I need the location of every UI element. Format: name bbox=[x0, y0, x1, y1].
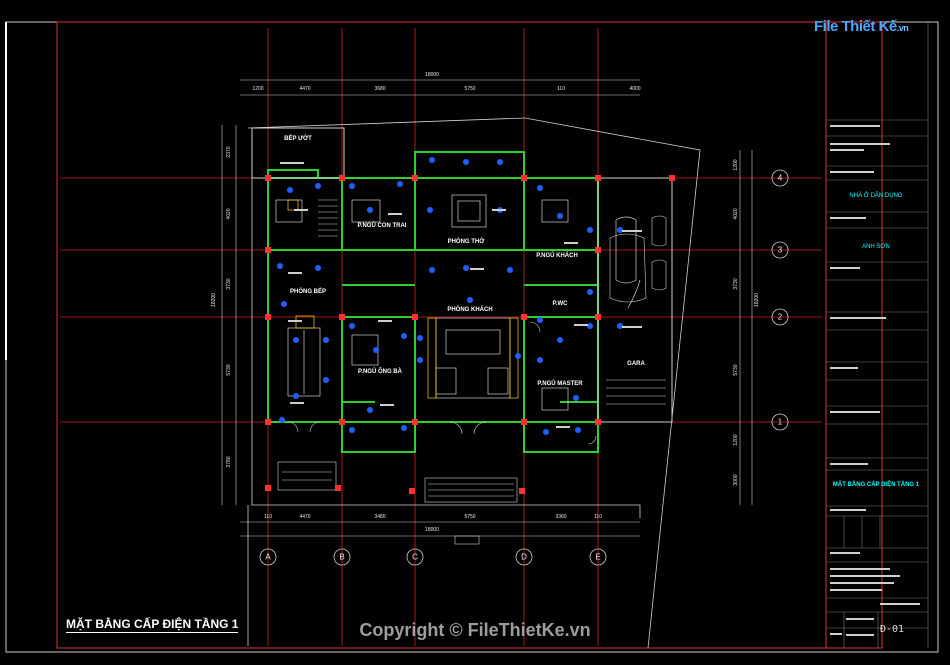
room-label: P.WC bbox=[552, 301, 568, 307]
dimension-top: 3680 bbox=[374, 86, 386, 92]
site-boundary-top bbox=[247, 117, 526, 129]
brand-logo: File Thiết Kế.vn bbox=[808, 14, 920, 40]
extra-walls bbox=[251, 127, 673, 423]
grid-column-label: E bbox=[595, 552, 601, 562]
dimension-bottom: 110 bbox=[594, 514, 602, 520]
room-label: GARA bbox=[627, 361, 645, 367]
dimension-bottom: 3360 bbox=[555, 514, 567, 520]
grid-row-label: 4 bbox=[777, 173, 783, 183]
grid-row-label: 2 bbox=[777, 312, 783, 322]
grid-column-label: B bbox=[339, 552, 345, 562]
dimension-bottom: 3480 bbox=[374, 514, 386, 520]
fixture-labels bbox=[280, 162, 642, 428]
logo-brand: File Thiết Kế bbox=[814, 18, 897, 35]
dimension-right: 4020 bbox=[733, 208, 739, 220]
dimension-lines bbox=[221, 79, 753, 537]
dimension-left: 3730 bbox=[226, 278, 232, 290]
dimension-bottom: 110 bbox=[264, 514, 272, 520]
copyright-watermark: Copyright © FileThietKe.vn bbox=[359, 620, 591, 640]
titleblock-project: NHÀ Ở DÂN DỤNG bbox=[849, 193, 903, 199]
room-label: PHÒNG BẾP bbox=[289, 289, 327, 295]
doors bbox=[287, 321, 597, 445]
grid-bubbles bbox=[259, 169, 789, 566]
room-label: P.NGỦ KHÁCH bbox=[536, 253, 578, 259]
dimension-top: 4000 bbox=[629, 86, 641, 92]
dimension-right: 3730 bbox=[733, 278, 739, 290]
dimension-right: 3000 bbox=[733, 474, 739, 486]
grid-row-label: 3 bbox=[777, 245, 783, 255]
dimension-right: 1200 bbox=[733, 434, 739, 446]
dimension-right: 5730 bbox=[733, 364, 739, 376]
dimension-left: 4020 bbox=[226, 208, 232, 220]
dimension-left: 2370 bbox=[226, 146, 232, 158]
room-label: P.NGỦ MASTER bbox=[537, 381, 583, 387]
dimension-left: 5730 bbox=[226, 364, 232, 376]
sheet-number: Đ-01 bbox=[880, 624, 905, 635]
logo-domain: .vn bbox=[896, 23, 909, 33]
room-label: PHÒNG THỜ bbox=[447, 239, 485, 245]
grid-row-label: 1 bbox=[777, 417, 783, 427]
electrical-fixtures bbox=[277, 157, 623, 435]
room-label: P.NGỦ ÔNG BÀ bbox=[358, 369, 402, 375]
titleblock-owner: ANH SƠN bbox=[862, 244, 890, 250]
drawing-frame bbox=[56, 21, 883, 649]
room-label: PHÒNG KHÁCH bbox=[447, 307, 493, 313]
site-boundary bbox=[251, 128, 641, 518]
dimension-top: 110 bbox=[557, 86, 565, 92]
dimension-left: 3780 bbox=[226, 456, 232, 468]
dimension-bottom: 4470 bbox=[299, 514, 311, 520]
dimension-bottom: 5750 bbox=[464, 514, 476, 520]
columns bbox=[265, 175, 675, 494]
stairs bbox=[277, 199, 666, 503]
titleblock-drawing-name: MẶT BẰNG CẤP ĐIỆN TẦNG 1 bbox=[832, 482, 920, 488]
furniture bbox=[275, 194, 641, 411]
dimension-total-top: 18000 bbox=[425, 72, 439, 78]
dimension-right: 1200 bbox=[733, 159, 739, 171]
titleblock-text-lines bbox=[830, 125, 920, 636]
room-label: BẾP ƯỚT bbox=[284, 136, 312, 142]
dimension-total-bottom: 18000 bbox=[425, 527, 439, 533]
grid-column-label: A bbox=[265, 552, 271, 562]
grid-column-label: D bbox=[521, 552, 527, 562]
dimension-top: 4470 bbox=[299, 86, 311, 92]
site-boundary-right bbox=[524, 117, 701, 649]
titleblock-grid bbox=[826, 22, 929, 648]
scale-symbol bbox=[454, 535, 480, 545]
dimension-top: 5750 bbox=[464, 86, 476, 92]
building-walls bbox=[267, 151, 599, 453]
dimension-top: 1200 bbox=[252, 86, 264, 92]
grid-column-label: C bbox=[412, 552, 418, 562]
drawing-title: MẶT BẰNG CẤP ĐIỆN TẦNG 1 bbox=[66, 617, 239, 633]
dimension-total-left: 18200 bbox=[211, 293, 217, 307]
outer-border bbox=[5, 21, 939, 653]
room-label: P.NGỦ CON TRAI bbox=[357, 223, 407, 229]
car bbox=[609, 215, 667, 303]
dimension-total-right: 18200 bbox=[754, 293, 760, 307]
